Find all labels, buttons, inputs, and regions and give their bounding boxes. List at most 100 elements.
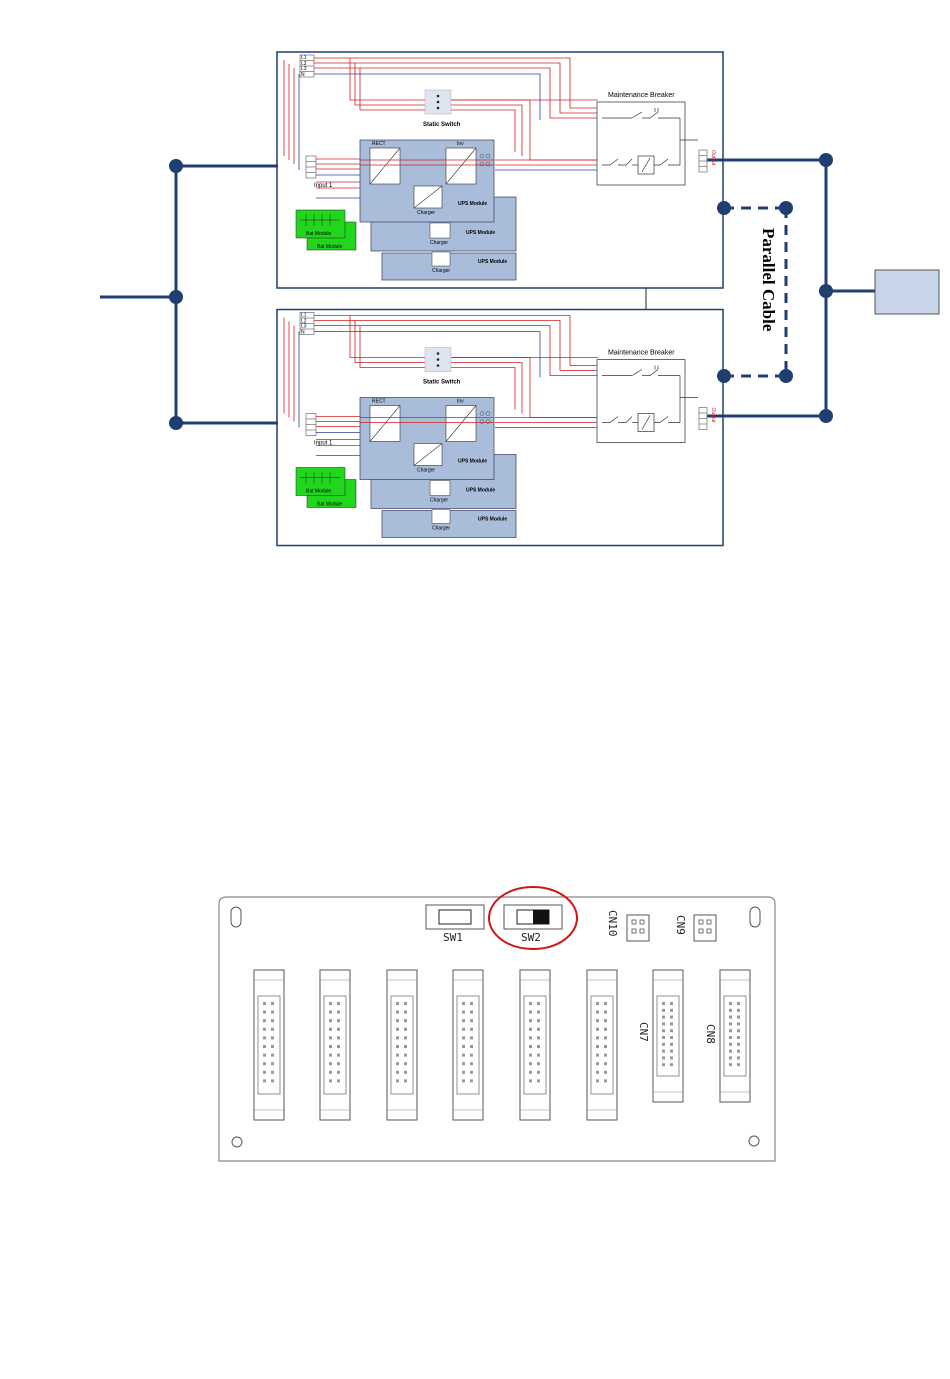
connector-pin	[662, 1063, 665, 1067]
connector-pin	[596, 1036, 599, 1040]
ribbon-connector	[452, 969, 484, 1121]
input-bus	[100, 164, 278, 425]
connector-pin	[537, 1036, 540, 1040]
connector-pin	[263, 1053, 266, 1057]
bus-nodes	[169, 153, 833, 430]
connector-pin	[337, 1010, 340, 1014]
static-switch: Static Switch	[423, 347, 461, 386]
connector-pin	[662, 1022, 665, 1026]
connector-pin	[404, 1045, 407, 1048]
switch-sw2[interactable]: SW2	[503, 904, 563, 944]
cabinet-frame	[276, 51, 724, 289]
connector-pin	[737, 1063, 740, 1067]
connector-pin	[329, 1019, 332, 1023]
connector-pin	[737, 1049, 740, 1053]
connector-pin	[396, 1062, 399, 1066]
output-terminal-block	[698, 407, 708, 430]
connector-socket	[456, 995, 480, 1095]
connector-pin	[662, 1036, 665, 1039]
connector-socket	[656, 995, 680, 1077]
connector-pin	[263, 1027, 266, 1031]
charger-label: Charger	[432, 526, 450, 532]
input-label: Input 1	[314, 441, 333, 447]
connector-pin	[604, 1010, 607, 1014]
connector-pin	[271, 1010, 274, 1014]
connector-pin	[604, 1079, 607, 1083]
connector-pin	[737, 1002, 740, 1005]
sw2-highlight-circle	[488, 886, 578, 950]
connector-pin	[263, 1019, 266, 1023]
connector-pin	[670, 1029, 673, 1033]
terminal-l3: L3	[301, 324, 307, 330]
connector-pin	[729, 1008, 732, 1012]
connector-pin	[737, 1008, 740, 1012]
connector-socket	[390, 995, 414, 1095]
maintenance-breaker: Maintenance Breaker	[596, 92, 698, 186]
cn8-label: CN8	[704, 1024, 717, 1044]
connector-pin	[596, 1027, 599, 1031]
terminal-l2: L2	[301, 319, 307, 325]
connector-pin	[737, 1056, 740, 1060]
connector-pin	[537, 1045, 540, 1048]
connector-pin	[662, 1049, 665, 1053]
output-terminal-block	[698, 149, 708, 173]
connector-pin	[329, 1079, 332, 1083]
connector-pin	[662, 1042, 665, 1046]
connector-pin	[737, 1036, 740, 1039]
connector-pin	[337, 1062, 340, 1066]
connector-pin	[529, 1045, 532, 1048]
input-terminal-block	[305, 413, 317, 436]
connector-pin	[271, 1053, 274, 1057]
connector-pin	[396, 1019, 399, 1023]
connector-pin	[670, 1056, 673, 1060]
connector-pin	[263, 1062, 266, 1066]
parallel-board: SW1 SW2 CN10 CN9 CN7 CN8	[218, 886, 776, 1162]
connector-pin	[462, 1002, 465, 1005]
connector-pin	[329, 1036, 332, 1040]
connector-pin	[729, 1015, 732, 1019]
terminal-l3: L3	[301, 66, 307, 72]
connector-pin	[670, 1042, 673, 1046]
connector-cn10: CN10	[606, 910, 650, 942]
connector-socket	[257, 995, 281, 1095]
connector-pin	[462, 1045, 465, 1048]
ribbon-connector	[719, 969, 751, 1103]
connector-pin	[737, 1015, 740, 1019]
connector-pin	[729, 1049, 732, 1053]
connector-pin	[337, 1045, 340, 1048]
charger-label: Charger	[432, 268, 450, 274]
ups-module-3: Charger UPS Module	[381, 509, 517, 538]
connector-pin	[529, 1079, 532, 1083]
connector-pin	[470, 1079, 473, 1083]
connector-pin	[604, 1036, 607, 1040]
connector-pin	[470, 1070, 473, 1074]
connector-pin	[529, 1070, 532, 1074]
connector-pin	[470, 1053, 473, 1057]
connector-pin	[670, 1063, 673, 1067]
connector-socket	[523, 995, 547, 1095]
ribbon-connector	[652, 969, 684, 1103]
connector-pin	[596, 1062, 599, 1066]
sw1-label: SW1	[443, 931, 463, 944]
switch-sw1[interactable]: SW1	[425, 904, 485, 944]
ribbon-connector	[319, 969, 351, 1121]
bat-module-label: Bat Module	[306, 231, 332, 237]
bypass-terminal-block	[299, 312, 315, 335]
maintenance-breaker-label: Maintenance Breaker	[608, 92, 675, 99]
static-switch: Static Switch	[423, 89, 461, 128]
bypass-wiring	[283, 57, 598, 199]
connector-pin	[596, 1002, 599, 1005]
connector-pin	[604, 1070, 607, 1074]
connector-pin	[263, 1002, 266, 1005]
inv-label: Inv	[457, 141, 464, 147]
connector-pin	[271, 1027, 274, 1031]
connector-pin	[404, 1010, 407, 1014]
connector-pin	[737, 1042, 740, 1046]
ups-cabinet-1: L1 L2 L3 N	[276, 51, 724, 289]
connector-pin	[271, 1062, 274, 1066]
terminal-l1: L1	[301, 55, 307, 61]
connector-pin	[470, 1036, 473, 1040]
connector-pin	[729, 1036, 732, 1039]
connector-pin	[329, 1062, 332, 1066]
ribbon-connectors	[253, 969, 751, 1121]
